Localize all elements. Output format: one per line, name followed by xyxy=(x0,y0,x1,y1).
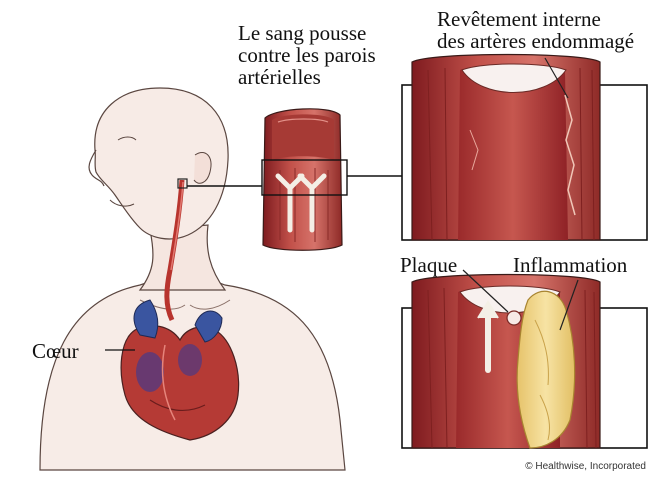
label-revetement-line2: des artères endommagé xyxy=(437,30,634,52)
label-revetement-line1: Revêtement interne xyxy=(437,8,601,30)
zoomed-artery-plaque xyxy=(402,270,647,448)
label-sang-line1: Le sang pousse xyxy=(238,22,366,44)
label-sang-line3: artérielles xyxy=(238,66,321,88)
label-plaque: Plaque xyxy=(400,254,457,276)
copyright-credit: © Healthwise, Incorporated xyxy=(525,461,646,472)
label-inflammation: Inflammation xyxy=(513,254,627,276)
label-sang-line2: contre les parois xyxy=(238,44,376,66)
label-coeur: Cœur xyxy=(32,340,79,362)
small-artery-segment xyxy=(263,109,342,250)
zoomed-artery-damaged xyxy=(402,55,647,241)
